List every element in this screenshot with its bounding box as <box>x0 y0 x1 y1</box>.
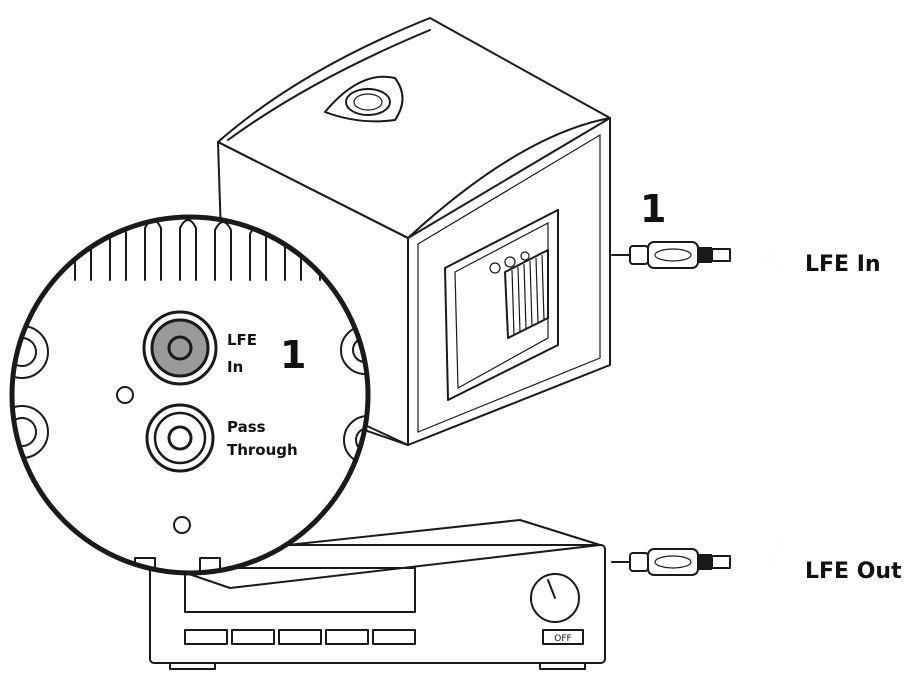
lfe-in-label: LFE In <box>805 252 881 277</box>
pass-through-jack-icon <box>145 403 215 473</box>
inset-step-number: 1 <box>280 333 306 377</box>
rca-cable <box>611 241 785 576</box>
inset-in-label: In <box>227 358 243 376</box>
inset-pass-label: Pass <box>227 418 266 436</box>
inset-lfe-label: LFE <box>227 331 257 349</box>
lfe-out-label: LFE Out <box>805 559 902 584</box>
rca-plug-top-icon <box>611 241 731 269</box>
receiver-off-label: OFF <box>554 634 571 644</box>
magnified-inset: e LFE In 1 Pass Through <box>9 214 371 576</box>
volume-knob-icon <box>530 573 580 623</box>
inset-through-label: Through <box>227 441 298 459</box>
lfe-in-jack-icon <box>142 310 218 386</box>
off-button-icon <box>542 629 584 645</box>
av-receiver: OFF <box>147 519 606 670</box>
rca-plug-bottom-icon <box>611 548 731 576</box>
step-number-top: 1 <box>640 187 666 231</box>
